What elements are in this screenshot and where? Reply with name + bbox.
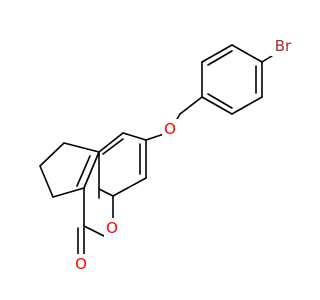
bond: [201, 96, 233, 115]
bond: [98, 132, 124, 153]
ring-oxygen-bond: [83, 225, 105, 237]
bond: [39, 142, 65, 167]
bond: [98, 188, 114, 197]
bond: [39, 165, 54, 198]
benzo-ring: [98, 132, 147, 197]
ether-oxygen-atom-label: O: [164, 120, 176, 138]
bond: [112, 177, 147, 197]
bond: [122, 132, 147, 141]
bond: [201, 44, 233, 63]
ring-oxygen-atom-label: O: [106, 219, 118, 237]
bond: [83, 151, 100, 189]
bond: [63, 142, 100, 153]
double-bond: [207, 93, 233, 109]
bromine-atom-label: Br: [275, 37, 292, 55]
double-bond: [102, 138, 124, 155]
double-bond: [207, 50, 233, 66]
pyranone-ring: [77, 151, 114, 257]
cyclopentane-ring: [39, 142, 100, 198]
double-bond: [76, 155, 91, 187]
carbonyl-oxygen-atom-label: O: [75, 255, 87, 273]
bond: [231, 96, 263, 115]
benzyl-bond: [179, 96, 203, 115]
bond: [231, 44, 263, 63]
atom-labels: Br O O O: [73, 36, 295, 274]
chemical-structure: Br O O O: [39, 36, 295, 274]
bond: [52, 187, 85, 198]
bromophenyl-ring: [201, 44, 263, 115]
